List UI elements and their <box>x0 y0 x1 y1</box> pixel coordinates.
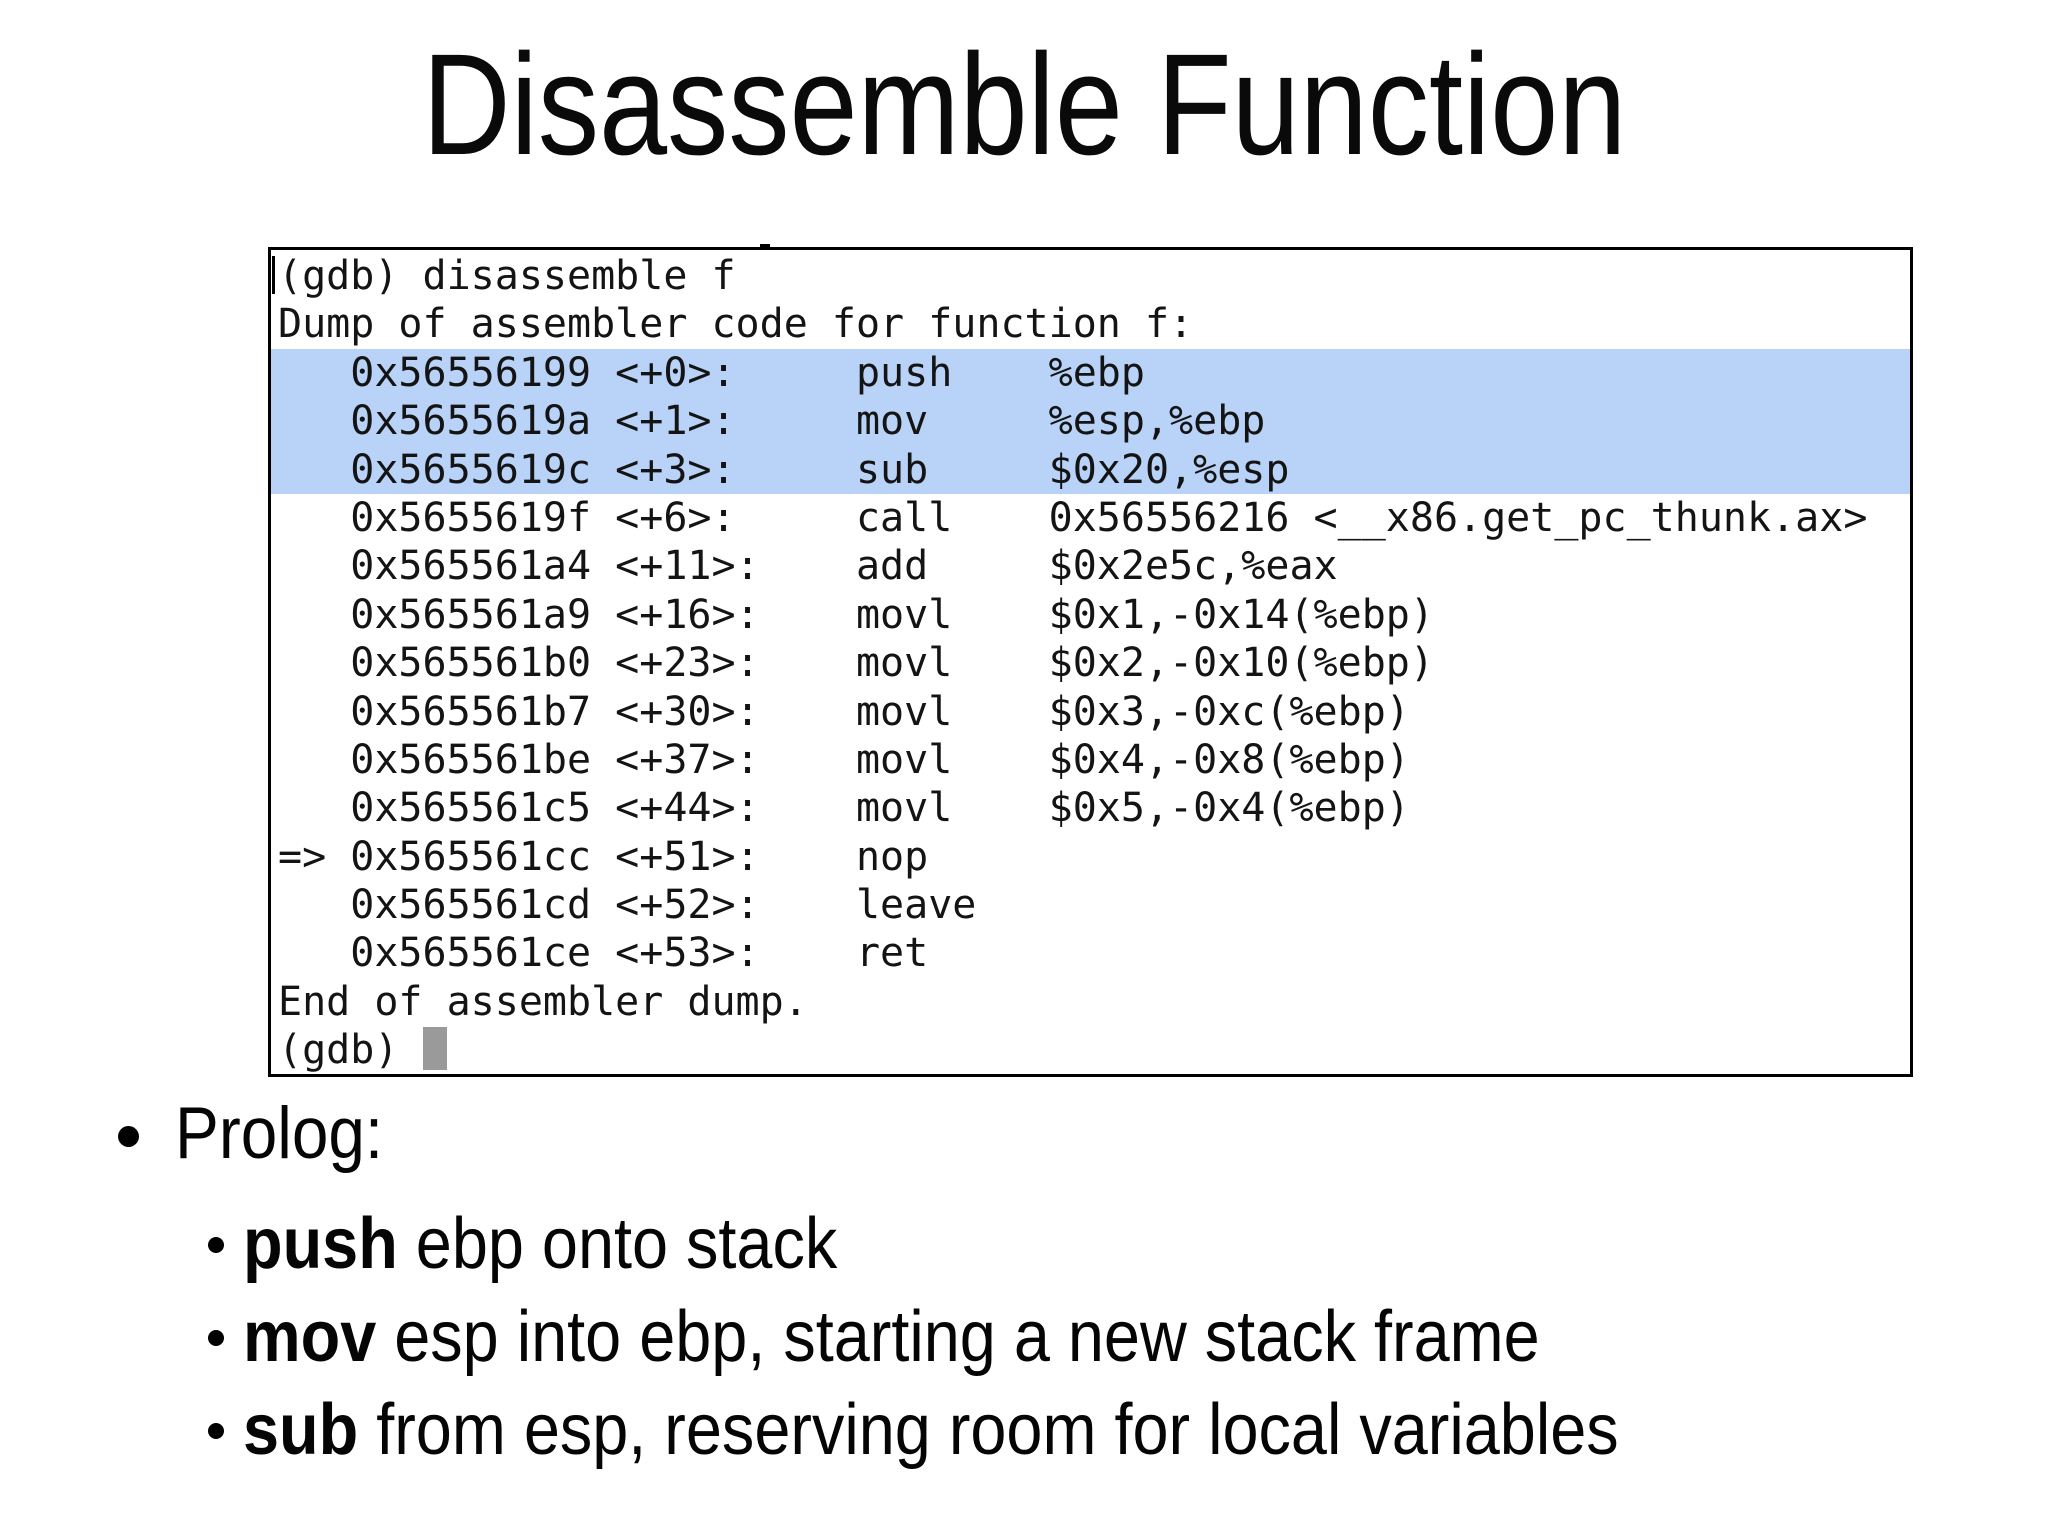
page-title: Disassemble Function <box>421 24 1627 185</box>
terminal-line: => 0x565561cc <+51>: nop <box>271 833 1910 881</box>
sub-bullet-mov: mov esp into ebp, starting a new stack f… <box>208 1298 1684 1376</box>
terminal-line: 0x565561a4 <+11>: add $0x2e5c,%eax <box>271 542 1910 590</box>
terminal-line: End of assembler dump. <box>271 978 1910 1026</box>
terminal-line: 0x565561cd <+52>: leave <box>271 881 1910 929</box>
terminal-line: 0x565561c5 <+44>: movl $0x5,-0x4(%ebp) <box>271 784 1910 832</box>
slide-title-row: Disassemble Function <box>0 24 2048 185</box>
terminal-line-text: 0x565561a4 <+11>: add $0x2e5c,%eax <box>278 543 1338 590</box>
sub-bullet-text: mov esp into ebp, starting a new stack f… <box>243 1297 1540 1377</box>
terminal-line: 0x565561be <+37>: movl $0x4,-0x8(%ebp) <box>271 736 1910 784</box>
terminal-line-text: Dump of assembler code for function f: <box>278 301 1194 348</box>
bullet-dot <box>208 1330 224 1346</box>
terminal-line-text: 0x565561ce <+53>: ret <box>278 930 929 977</box>
border-notch-mark <box>760 244 770 250</box>
bullet-dot <box>208 1423 224 1439</box>
terminal-line-text: 0x565561a9 <+16>: movl $0x1,-0x14(%ebp) <box>278 591 1434 638</box>
terminal-line-text: 0x5655619c <+3>: sub $0x20,%esp <box>278 446 1290 493</box>
bullet-dot <box>208 1237 224 1253</box>
bullet-dot <box>118 1126 139 1147</box>
terminal-line: (gdb) disassemble f <box>271 252 1910 300</box>
stray-caret-mark <box>272 256 275 294</box>
sub-bullet-text: sub from esp, reserving room for local v… <box>243 1390 1619 1470</box>
terminal-line: 0x565561b7 <+30>: movl $0x3,-0xc(%ebp) <box>271 688 1910 736</box>
terminal-line: 0x5655619a <+1>: mov %esp,%ebp <box>271 397 1910 446</box>
terminal-line-text: 0x56556199 <+0>: push %ebp <box>278 349 1145 396</box>
terminal-line: 0x565561b0 <+23>: movl $0x2,-0x10(%ebp) <box>271 639 1910 687</box>
terminal-line-text: (gdb) <box>278 1027 423 1074</box>
terminal-line-text: 0x565561be <+37>: movl $0x4,-0x8(%ebp) <box>278 736 1410 783</box>
terminal-line: 0x565561a9 <+16>: movl $0x1,-0x14(%ebp) <box>271 591 1910 639</box>
terminal-line-text: 0x5655619a <+1>: mov %esp,%ebp <box>278 398 1266 445</box>
terminal-line: (gdb) <box>271 1026 1910 1074</box>
sub-bullet-keyword: mov <box>243 1297 377 1377</box>
terminal-line-text: 0x565561b7 <+30>: movl $0x3,-0xc(%ebp) <box>278 688 1410 735</box>
sub-bullet-keyword: push <box>243 1204 398 1284</box>
terminal-line-text: 0x565561c5 <+44>: movl $0x5,-0x4(%ebp) <box>278 785 1410 832</box>
terminal-line-text: 0x565561cd <+52>: leave <box>278 882 977 929</box>
sub-bullet-text: push ebp onto stack <box>243 1204 838 1284</box>
terminal-line-text: (gdb) disassemble f <box>278 253 736 299</box>
terminal-line: 0x5655619f <+6>: call 0x56556216 <__x86.… <box>271 494 1910 542</box>
terminal-cursor <box>422 1026 447 1070</box>
terminal-line-text: 0x565561b0 <+23>: movl $0x2,-0x10(%ebp) <box>278 640 1434 687</box>
sub-bullet-keyword: sub <box>243 1390 359 1470</box>
sub-bullet-push: push ebp onto stack <box>208 1205 903 1283</box>
bullet-prolog-label: Prolog: <box>175 1093 384 1174</box>
terminal-line: Dump of assembler code for function f: <box>271 300 1910 348</box>
terminal-line: 0x56556199 <+0>: push %ebp <box>271 348 1910 398</box>
terminal-line: 0x5655619c <+3>: sub $0x20,%esp <box>271 445 1910 494</box>
terminal-line: 0x565561ce <+53>: ret <box>271 929 1910 977</box>
terminal-line-text: 0x5655619f <+6>: call 0x56556216 <__x86.… <box>278 494 1868 541</box>
terminal-line-text: => 0x565561cc <+51>: nop <box>278 833 929 880</box>
bullet-prolog: Prolog: <box>118 1095 406 1173</box>
terminal-line-text: End of assembler dump. <box>278 978 808 1025</box>
sub-bullet-sub: sub from esp, reserving room for local v… <box>208 1391 1772 1469</box>
